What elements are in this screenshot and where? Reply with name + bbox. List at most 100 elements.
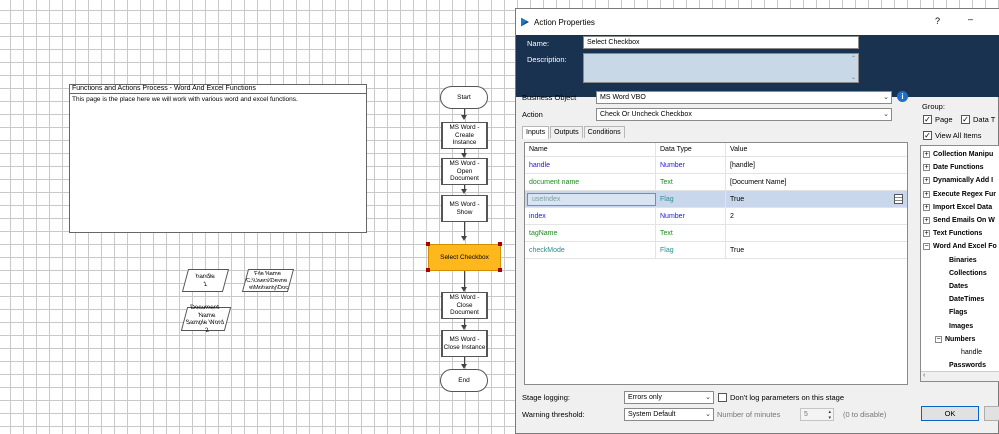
expand-icon[interactable]: + [923, 151, 930, 158]
view-all-checkbox[interactable]: ✓ View All Items [923, 131, 982, 140]
expand-icon[interactable]: + [923, 204, 930, 211]
dont-log-checkbox[interactable]: Don't log parameters on this stage [718, 393, 844, 402]
resize-handle[interactable] [426, 268, 430, 272]
checkbox-checked-icon: ✓ [923, 115, 932, 124]
expand-icon[interactable]: + [923, 177, 930, 184]
dont-log-label: Don't log parameters on this stage [730, 393, 844, 402]
start-stage[interactable]: Start [440, 86, 488, 109]
tree-child[interactable]: Passwords [949, 362, 986, 369]
tree-child[interactable]: Binaries [949, 257, 977, 264]
expand-icon[interactable]: + [923, 164, 930, 171]
tab-conditions[interactable]: Conditions [584, 126, 625, 138]
input-value[interactable] [726, 225, 907, 241]
tree-child-label: Dates [949, 283, 968, 290]
calculator-icon[interactable] [894, 194, 903, 204]
tree-group-label: Text Functions [933, 230, 982, 237]
tree-group[interactable]: +Execute Regex Fur [923, 191, 996, 198]
tree-child[interactable]: Dates [949, 283, 968, 290]
tree-child[interactable]: −Numbers [935, 336, 975, 343]
scroll-left-icon[interactable]: ‹ [923, 372, 925, 379]
table-row[interactable]: useIndexFlagTrue [525, 191, 907, 208]
tree-child[interactable]: Flags [949, 309, 967, 316]
tree-group[interactable]: +Collection Manipu [923, 151, 993, 158]
tab-inputs[interactable]: Inputs [522, 126, 549, 139]
help-button[interactable]: ? [935, 16, 940, 26]
table-row[interactable]: handleNumber[handle] [525, 157, 907, 174]
expand-icon[interactable]: + [923, 230, 930, 237]
stage-create-instance[interactable]: MS Word - Create Instance [441, 122, 488, 149]
expand-icon[interactable]: + [923, 217, 930, 224]
stage-close-instance[interactable]: MS Word - Close Instance [441, 330, 488, 357]
stage-open-document[interactable]: MS Word - Open Document [441, 158, 488, 185]
input-name: index [525, 208, 656, 224]
minutes-label: Number of minutes [717, 410, 780, 419]
stage-close-document[interactable]: MS Word - Close Document [441, 292, 488, 319]
tab-outputs[interactable]: Outputs [550, 126, 583, 138]
minutes-stepper[interactable]: 5 ▴▾ [800, 408, 834, 421]
note-title: Functions and Actions Process - Word And… [70, 85, 366, 94]
expand-icon[interactable]: + [923, 191, 930, 198]
dialog-header: Name: Select Checkbox Description: ⌃ ⌄ [516, 35, 999, 97]
tree-group-label: Execute Regex Fur [933, 191, 996, 198]
data-item-value: 1 [195, 281, 216, 289]
resize-handle[interactable] [498, 242, 502, 246]
table-row[interactable]: tagNameText [525, 225, 907, 242]
minimize-button[interactable]: – [968, 14, 973, 24]
tree-scrollbar[interactable]: ‹ [921, 371, 999, 381]
description-input[interactable]: ⌃ ⌄ [583, 53, 859, 83]
stage-select-checkbox[interactable]: Select Checkbox [428, 244, 501, 271]
input-value[interactable]: [Document Name] [726, 174, 907, 190]
input-value[interactable]: True [726, 191, 907, 207]
page-checkbox[interactable]: ✓ Page [923, 115, 953, 124]
end-stage[interactable]: End [440, 369, 488, 392]
info-icon[interactable]: i [897, 91, 908, 102]
dialog-titlebar[interactable]: Action Properties ? – [516, 9, 999, 35]
tree-leaf[interactable]: handle [961, 349, 982, 356]
scroll-down-icon[interactable]: ⌄ [851, 74, 856, 81]
tree-child-label: Numbers [945, 336, 975, 343]
tree-group[interactable]: +Dynamically Add I [923, 177, 993, 184]
process-note[interactable]: Functions and Actions Process - Word And… [69, 84, 367, 233]
table-row[interactable]: indexNumber2 [525, 208, 907, 225]
cancel-button[interactable] [984, 406, 999, 421]
action-select[interactable]: Check Or Uncheck Checkbox ⌄ [596, 108, 892, 121]
column-name[interactable]: Name [525, 143, 656, 156]
collapse-icon[interactable]: − [935, 336, 942, 343]
warning-threshold-value: System Default [628, 411, 675, 418]
grid-header: Name Data Type Value [525, 143, 907, 157]
input-value[interactable]: True [726, 242, 907, 258]
column-value[interactable]: Value [726, 143, 907, 156]
data-item-handle[interactable]: handle 1 [182, 269, 229, 292]
resize-handle[interactable] [426, 242, 430, 246]
collapse-icon[interactable]: − [923, 243, 930, 250]
tree-group[interactable]: +Send Emails On W [923, 217, 995, 224]
input-value[interactable]: 2 [726, 208, 907, 224]
chevron-down-icon: ⌄ [883, 92, 889, 103]
input-value[interactable]: [handle] [726, 157, 907, 173]
ok-button[interactable]: OK [921, 406, 979, 421]
table-row[interactable]: checkModeFlagTrue [525, 242, 907, 259]
stage-show[interactable]: MS Word - Show [441, 195, 488, 222]
tree-child-label: Binaries [949, 257, 977, 264]
resize-handle[interactable] [498, 268, 502, 272]
description-label: Description: [527, 55, 567, 64]
stage-logging-select[interactable]: Errors only ⌄ [624, 391, 714, 404]
tree-group[interactable]: −Word And Excel Fo [923, 243, 997, 250]
tree-group[interactable]: +Date Functions [923, 164, 984, 171]
column-data-type[interactable]: Data Type [656, 143, 726, 156]
dialog-title: Action Properties [534, 18, 595, 27]
name-input[interactable]: Select Checkbox [583, 36, 859, 49]
tree-group[interactable]: +Import Excel Data [923, 204, 992, 211]
business-object-select[interactable]: MS Word VBO ⌄ [596, 91, 892, 104]
tree-group[interactable]: +Text Functions [923, 230, 982, 237]
input-name: tagName [525, 225, 656, 241]
tree-child[interactable]: DateTimes [949, 296, 984, 303]
data-item-document-name[interactable]: Document Name Sample Word 2 [181, 307, 231, 331]
tree-child[interactable]: Collections [949, 270, 987, 277]
warning-threshold-select[interactable]: System Default ⌄ [624, 408, 714, 421]
data-item-file-name[interactable]: File Name C:\Users\Devne etMohanty\Doc [242, 269, 294, 292]
data-checkbox[interactable]: ✓ Data T [961, 115, 995, 124]
table-row[interactable]: document nameText[Document Name] [525, 174, 907, 191]
scroll-up-icon[interactable]: ⌃ [851, 55, 856, 62]
tree-child[interactable]: Images [949, 323, 973, 330]
